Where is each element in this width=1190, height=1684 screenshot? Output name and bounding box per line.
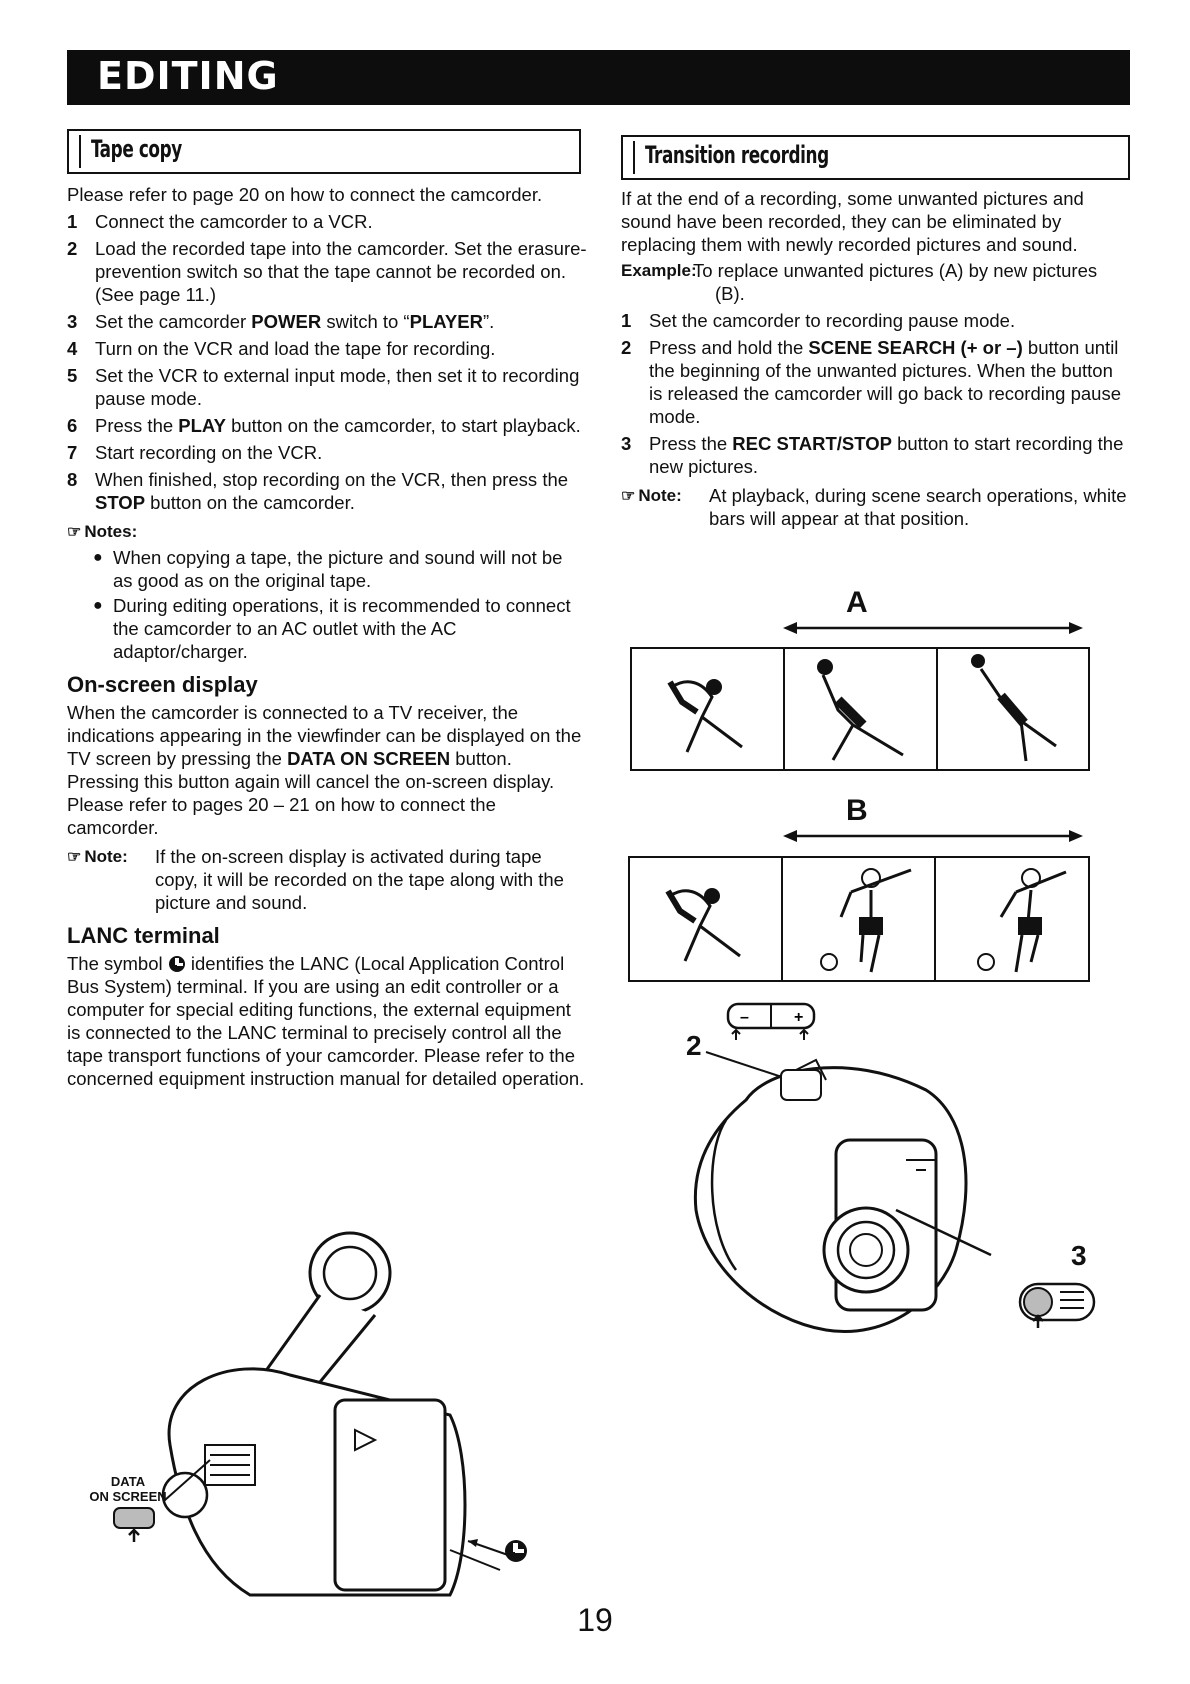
span-arrow-a bbox=[783, 622, 1083, 634]
tape-copy-step: 3 Set the camcorder POWER switch to “PLA… bbox=[67, 311, 495, 332]
transition-step: 2 Press and hold the SCENE SEARCH (+ or … bbox=[621, 337, 1121, 427]
scene-search-button-icon: – + bbox=[726, 1002, 816, 1040]
lanc-symbol-icon bbox=[168, 956, 185, 972]
page-heading: EDITING bbox=[97, 54, 279, 98]
scene-frame bbox=[630, 858, 783, 980]
transition-step: 3 Press the REC START/STOP button to sta… bbox=[621, 433, 1124, 477]
scene-frame bbox=[938, 649, 1088, 769]
transition-intro: If at the end of a recording, some unwan… bbox=[621, 188, 1084, 255]
bullet-icon: ● bbox=[93, 597, 103, 614]
tape-copy-step: 7 Start recording on the VCR. bbox=[67, 442, 323, 463]
section-banner: EDITING bbox=[67, 50, 1130, 105]
left-column: Please refer to page 20 on how to connec… bbox=[67, 183, 587, 1090]
soccer-player-icon bbox=[820, 868, 912, 973]
tape-copy-step: 8 When finished, stop recording on the V… bbox=[67, 469, 569, 513]
onscreen-heading: On-screen display bbox=[67, 672, 258, 697]
bowler-figure-icon bbox=[971, 654, 1057, 762]
scene-frame bbox=[936, 858, 1088, 980]
callout-2: 2 bbox=[686, 1030, 702, 1061]
note-item: ● During editing operations, it is recom… bbox=[93, 595, 571, 662]
svg-text:+: + bbox=[794, 1009, 803, 1026]
figure-label-b: B bbox=[846, 794, 868, 827]
pointing-hand-icon: ☞ bbox=[67, 524, 82, 541]
camcorder-side-illustration bbox=[161, 1231, 501, 1597]
data-on-screen-label: DATA ON SCREEN bbox=[89, 1474, 167, 1504]
lanc-body: The symbol identifies the LANC (Local Ap… bbox=[67, 953, 585, 1089]
tape-copy-intro: Please refer to page 20 on how to connec… bbox=[67, 184, 543, 205]
scene-frame bbox=[632, 649, 785, 769]
transition-heading-box: Transition recording bbox=[621, 135, 1130, 180]
span-arrow-b bbox=[783, 830, 1083, 842]
pointing-hand-icon: ☞ bbox=[67, 849, 82, 866]
tape-copy-title: Tape copy bbox=[91, 135, 182, 163]
bowler-figure-icon bbox=[817, 659, 904, 761]
transition-step: 1 Set the camcorder to recording pause m… bbox=[621, 310, 1016, 331]
onscreen-body: When the camcorder is connected to a TV … bbox=[67, 702, 582, 838]
svg-text:–: – bbox=[740, 1009, 749, 1026]
scene-frame bbox=[783, 858, 936, 980]
bullet-icon: ● bbox=[93, 549, 103, 566]
note-item: ● When copying a tape, the picture and s… bbox=[93, 547, 563, 591]
page-number: 19 bbox=[577, 1602, 613, 1638]
pointing-hand-icon: ☞ bbox=[621, 488, 636, 505]
camcorder-illustration bbox=[693, 1051, 992, 1333]
tape-copy-step: 1 Connect the camcorder to a VCR. bbox=[67, 211, 373, 232]
data-on-screen-button-icon bbox=[113, 1507, 155, 1542]
callout-3: 3 bbox=[1071, 1240, 1087, 1271]
lanc-symbol-icon bbox=[467, 1539, 527, 1562]
notes-heading: ☞Notes: bbox=[67, 520, 587, 544]
right-column: If at the end of a recording, some unwan… bbox=[621, 187, 1131, 530]
tape-copy-step: 5 Set the VCR to external input mode, th… bbox=[67, 365, 580, 409]
onscreen-note: ☞Note: If the on-screen display is activ… bbox=[67, 846, 564, 913]
scene-strip-a bbox=[630, 647, 1090, 771]
tape-copy-heading-box: Tape copy bbox=[67, 129, 581, 174]
figure-label-a: A bbox=[846, 586, 868, 619]
bowler-figure-icon bbox=[667, 679, 743, 753]
rec-start-stop-button-icon bbox=[1018, 1282, 1096, 1328]
tape-copy-step: 6 Press the PLAY button on the camcorder… bbox=[67, 415, 581, 436]
scene-strip-b bbox=[628, 856, 1090, 982]
tape-copy-step: 2 Load the recorded tape into the camcor… bbox=[67, 238, 587, 305]
soccer-player-icon bbox=[977, 868, 1067, 973]
bowler-figure-icon bbox=[665, 888, 741, 962]
tape-copy-step: 4 Turn on the VCR and load the tape for … bbox=[67, 338, 496, 359]
transition-title: Transition recording bbox=[645, 141, 829, 169]
scene-frame bbox=[785, 649, 938, 769]
transition-example: Example: To replace unwanted pictures (A… bbox=[621, 260, 1098, 304]
lanc-heading: LANC terminal bbox=[67, 923, 220, 948]
transition-note: ☞Note: At playback, during scene search … bbox=[621, 485, 1127, 529]
